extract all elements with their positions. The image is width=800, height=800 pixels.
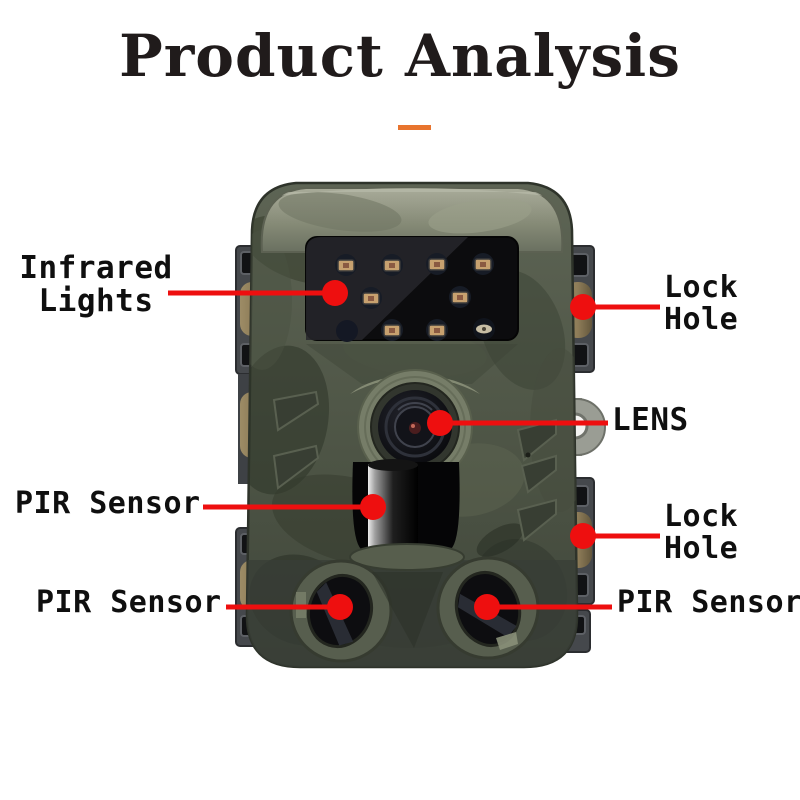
label-pir-sensor-bottom-right: PIR Sensor: [617, 585, 800, 620]
label-infrared-lights-line1: Infrared: [19, 250, 173, 286]
pir-sensor-center: [349, 459, 465, 571]
annotation-pir-left: [203, 494, 386, 520]
label-lens: LENS: [612, 402, 689, 438]
label-lock-hole-bottom-line2: Hole: [664, 530, 739, 566]
title-accent-dash: [398, 125, 431, 130]
annotation-lock-hole-bottom: [570, 523, 660, 549]
label-infrared-lights: Infrared Lights: [12, 252, 180, 317]
label-lock-hole-bottom-line1: Lock: [664, 499, 739, 534]
annotation-lock-hole-top: [570, 294, 660, 320]
label-lock-hole-bottom: Lock Hole: [664, 501, 738, 564]
label-pir-sensor-left: PIR Sensor: [15, 486, 201, 521]
right-grip-slats: [516, 418, 557, 542]
light-sensor-blank: [336, 320, 358, 342]
barrel-ridge: [372, 572, 443, 648]
annotation-lens: [427, 410, 608, 436]
microphone-hole: [525, 452, 531, 458]
infrared-light-panel: [305, 236, 519, 342]
ir-led-array: [335, 253, 495, 342]
annotation-pir-bottom-right: [474, 594, 612, 620]
label-lock-hole-top-line1: Lock: [664, 270, 739, 305]
label-infrared-lights-line2: Lights: [38, 282, 154, 319]
label-lock-hole-top-line2: Hole: [664, 301, 739, 337]
annotation-overlay: [168, 280, 660, 620]
front-shading: [306, 344, 518, 384]
left-grip-slats: [272, 390, 320, 490]
annotation-pir-bottom-left: [226, 594, 353, 620]
page-title: Product Analysis: [119, 22, 681, 90]
label-pir-sensor-bottom-left: PIR Sensor: [36, 585, 222, 620]
annotation-infrared-lights: [168, 280, 348, 306]
label-lock-hole-top: Lock Hole: [664, 272, 738, 335]
lens-assembly: [350, 369, 480, 485]
light-sensor: [473, 318, 495, 340]
